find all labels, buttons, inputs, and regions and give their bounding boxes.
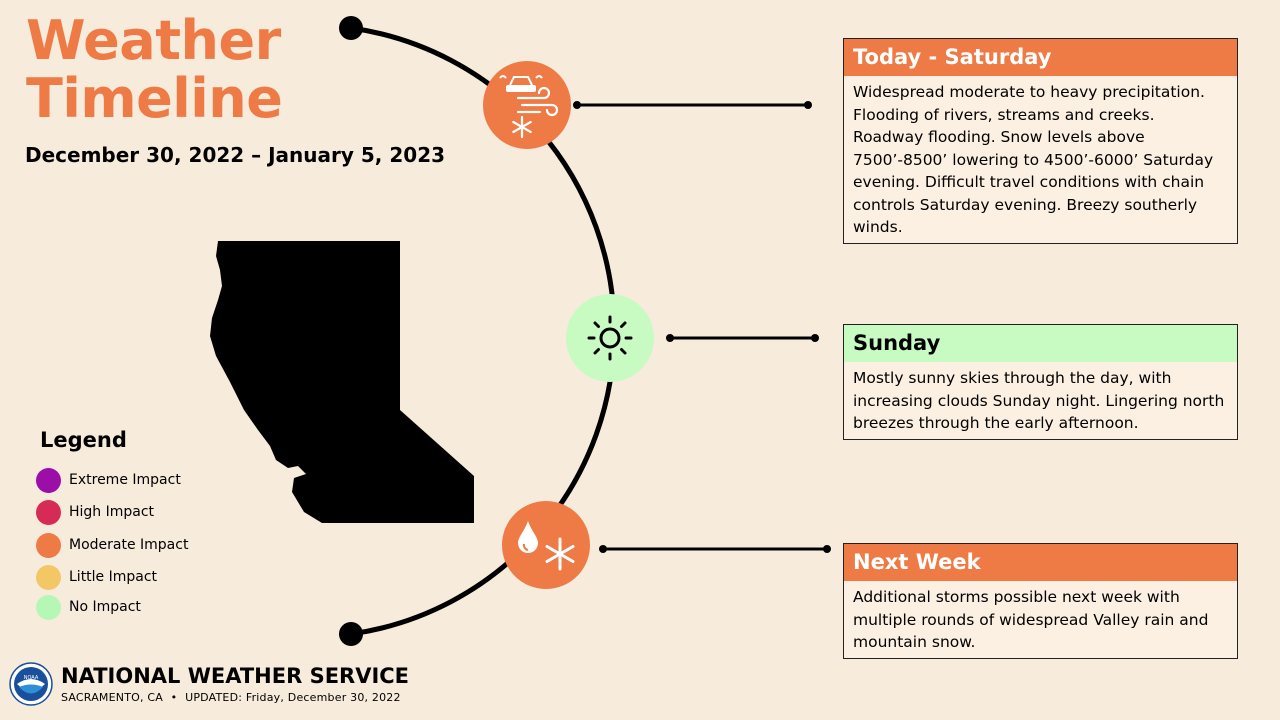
- period-heading: Today - Saturday: [844, 39, 1237, 76]
- date-range: December 30, 2022 – January 5, 2023: [25, 143, 446, 167]
- legend-swatch: [36, 499, 61, 525]
- period-card-today: Today - Saturday Widespread moderate to …: [843, 38, 1238, 244]
- legend-item-little: Little Impact: [36, 564, 157, 590]
- office-location: SACRAMENTO, CA: [61, 691, 163, 704]
- legend-label: Moderate Impact: [69, 537, 189, 553]
- connector-1: [573, 101, 812, 109]
- legend-item-high: High Impact: [36, 499, 154, 525]
- car-icon: [499, 75, 543, 92]
- legend-label: Little Impact: [69, 569, 158, 585]
- legend-label: High Impact: [69, 504, 155, 520]
- legend-item-moderate: Moderate Impact: [36, 532, 188, 558]
- wind-icon: [516, 86, 559, 117]
- period-card-next-week: Next Week Additional storms possible nex…: [843, 543, 1238, 659]
- noaa-logo-icon: NOAA: [9, 662, 53, 706]
- legend-item-extreme: Extreme Impact: [36, 467, 181, 493]
- title-line-1: Weather: [26, 9, 281, 72]
- connector-3: [599, 545, 831, 553]
- updated-date: UPDATED: Friday, December 30, 2022: [185, 691, 401, 704]
- org-name: NATIONAL WEATHER SERVICE: [61, 664, 410, 688]
- timeline-start-dot: [339, 16, 363, 40]
- period-description: Mostly sunny skies through the day, with…: [844, 362, 1237, 439]
- separator: •: [170, 691, 178, 704]
- sun-icon: [587, 315, 633, 361]
- california-map: [210, 241, 474, 523]
- period-heading: Sunday: [844, 325, 1237, 362]
- period-2-node: [566, 294, 654, 382]
- legend-title: Legend: [40, 428, 127, 452]
- office-updated: SACRAMENTO, CA • UPDATED: Friday, Decemb…: [61, 691, 401, 704]
- period-heading: Next Week: [844, 544, 1237, 581]
- legend-item-none: No Impact: [36, 594, 141, 620]
- legend-swatch: [36, 532, 61, 558]
- legend-label: No Impact: [69, 599, 141, 615]
- period-description: Widespread moderate to heavy precipitati…: [844, 76, 1237, 243]
- snowflake-icon: [512, 115, 532, 139]
- legend-swatch: [36, 564, 61, 590]
- page-title: Weather Timeline: [26, 12, 346, 128]
- period-description: Additional storms possible next week wit…: [844, 581, 1237, 658]
- timeline-end-dot: [339, 622, 363, 646]
- period-card-sunday: Sunday Mostly sunny skies through the da…: [843, 324, 1238, 440]
- title-line-2: Timeline: [26, 67, 283, 130]
- snowflake-icon: [545, 537, 575, 571]
- connector-2: [666, 334, 819, 342]
- legend-swatch: [36, 594, 61, 620]
- period-3-node: [502, 501, 590, 589]
- period-1-node: [483, 61, 571, 149]
- legend-label: Extreme Impact: [69, 472, 181, 488]
- logo-text: NOAA: [24, 675, 39, 681]
- legend-swatch: [36, 467, 61, 493]
